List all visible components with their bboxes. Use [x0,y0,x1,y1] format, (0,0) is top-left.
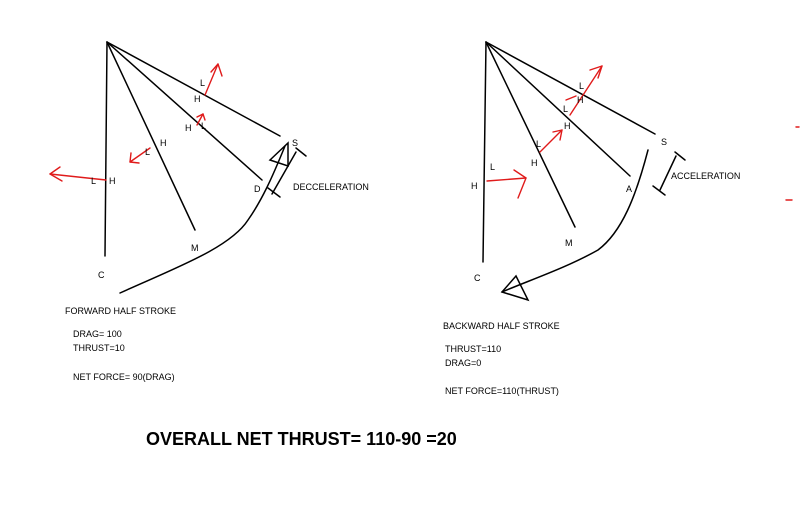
label-l: L [579,81,584,91]
backward-net-force: NET FORCE=110(THRUST) [445,386,559,396]
force-arrow [569,65,603,116]
label-h: H [109,176,116,186]
label-d: D [254,184,261,194]
forward-net-force: NET FORCE= 90(DRAG) [73,372,175,382]
force-arrow [539,129,563,153]
force-arrow [49,166,107,182]
label-l: L [536,139,541,149]
oar-line-s [106,41,281,137]
backward-caption: BACKWARD HALF STROKE [443,321,560,331]
backward-stroke-diagram: C M A S L H H L L H H L ACCELERATION BAC… [443,41,740,396]
oar-line-m [106,41,196,231]
force-arrow-tick [565,95,577,101]
forward-drag: DRAG= 100 [73,329,122,339]
bracket-tick [652,185,666,196]
label-c: C [98,270,105,280]
blade-path [119,145,286,294]
label-a: A [626,184,632,194]
oar-line-s [485,41,656,135]
blade-path [501,149,649,293]
backward-drag: DRAG=0 [445,358,481,368]
path-arrowhead [268,141,289,168]
label-l: L [91,176,96,186]
forward-caption: FORWARD HALF STROKE [65,306,176,316]
backward-thrust: THRUST=110 [445,344,501,354]
label-h: H [185,123,192,133]
forward-thrust: THRUST=10 [73,343,125,353]
label-l: L [201,121,206,131]
label-h: H [577,95,584,105]
oar-line-m [485,41,576,228]
label-h: H [194,94,201,104]
bracket-tick [295,147,307,157]
label-l: L [200,78,205,88]
label-m: M [191,243,199,253]
oar-line-d [106,41,263,181]
label-s: S [292,138,298,148]
phase-label-acceleration: ACCELERATION [671,171,740,181]
force-arrow [204,63,223,96]
label-s: S [661,137,667,147]
label-h: H [160,138,167,148]
label-c: C [474,273,481,283]
bracket-tick [267,187,281,198]
oar-line-a [485,41,631,177]
force-arrow [486,169,527,199]
forward-stroke-diagram: C M D S L H L H H L L H DECCELERATION FO… [49,41,369,382]
bracket-line [659,155,677,191]
oar-line-c [482,41,487,263]
bracket-line [271,151,297,195]
label-l: L [145,147,150,157]
label-h: H [564,121,571,131]
phase-label-decceleration: DECCELERATION [293,182,369,192]
force-arrow [129,147,151,164]
label-m: M [565,238,573,248]
bracket-tick [674,151,686,161]
force-arrow [196,113,206,126]
label-l: L [490,162,495,172]
label-h: H [531,158,538,168]
oar-line-c [104,41,108,257]
path-arrowhead [500,274,530,302]
overall-net-thrust: OVERALL NET THRUST= 110-90 =20 [146,429,457,449]
label-h: H [471,181,478,191]
label-l: L [563,104,568,114]
